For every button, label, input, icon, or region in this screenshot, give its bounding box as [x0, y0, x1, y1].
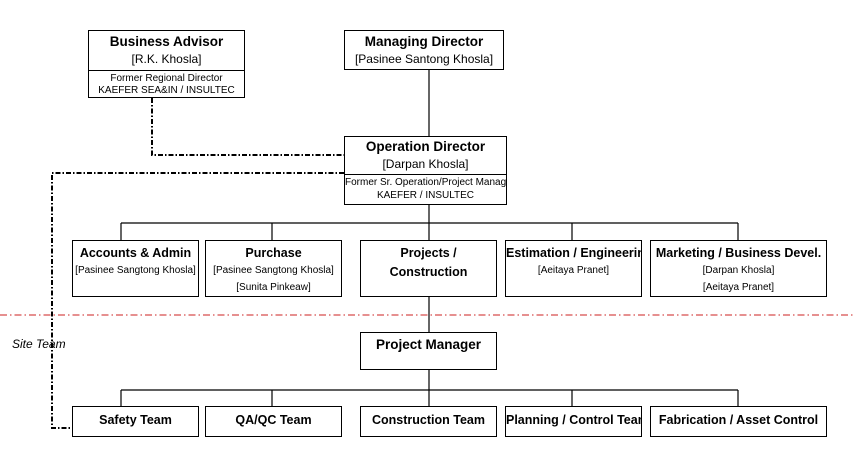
business-advisor-title: Business Advisor: [109, 34, 224, 49]
operation-director-box: Operation Director [Darpan Khosla] Forme…: [344, 136, 507, 205]
team-title: QA/QC Team: [235, 413, 312, 427]
site-team-label: Site Team: [12, 337, 66, 351]
department-estimation-engineering: Estimation / Engineering [Aeitaya Pranet…: [505, 240, 642, 297]
managing-director-name: [Pasinee Santong Khosla]: [354, 52, 494, 66]
department-title: Accounts & Admin: [79, 246, 192, 260]
department-projects-construction: Projects / Construction: [360, 240, 497, 297]
team-title: Fabrication / Asset Control: [658, 413, 819, 427]
project-manager-box: Project Manager: [360, 332, 497, 370]
department-title-line-2: Construction: [389, 265, 468, 279]
department-member: [Aeitaya Pranet]: [702, 282, 775, 293]
team-title: Safety Team: [99, 413, 172, 427]
department-member: [Pasinee Sangtong Khosla]: [213, 265, 334, 276]
project-manager-title: Project Manager: [375, 337, 482, 352]
operation-director-title: Operation Director: [365, 139, 486, 154]
managing-director-title: Managing Director: [364, 34, 484, 49]
business-advisor-note-1: Former Regional Director: [110, 73, 223, 84]
team-planning-control: Planning / Control Team: [505, 406, 642, 437]
department-title: Purchase: [245, 246, 302, 260]
department-title: Projects /: [400, 246, 457, 260]
department-marketing-business: Marketing / Business Devel. [Darpan Khos…: [650, 240, 827, 297]
business-advisor-box: Business Advisor [R.K. Khosla] Former Re…: [88, 30, 245, 98]
managing-director-box: Managing Director [Pasinee Santong Khosl…: [344, 30, 504, 70]
department-member: [Sunita Pinkeaw]: [236, 282, 311, 293]
team-qaqc: QA/QC Team: [205, 406, 342, 437]
department-member: [Pasinee Sangtong Khosla]: [75, 265, 196, 276]
department-accounts-admin: Accounts & Admin [Pasinee Sangtong Khosl…: [72, 240, 199, 297]
team-title: Construction Team: [372, 413, 485, 427]
team-construction: Construction Team: [360, 406, 497, 437]
department-member: [Aeitaya Pranet]: [537, 265, 610, 276]
operation-director-note-2: KAEFER / INSULTEC: [376, 190, 475, 201]
department-title: Estimation / Engineering: [506, 246, 642, 260]
department-member: [Darpan Khosla]: [702, 265, 775, 276]
business-advisor-note-2: KAEFER SEA&IN / INSULTEC: [98, 85, 235, 96]
department-title: Marketing / Business Devel.: [655, 246, 822, 260]
department-purchase: Purchase [Pasinee Sangtong Khosla] [Suni…: [205, 240, 342, 297]
team-fabrication-asset: Fabrication / Asset Control: [650, 406, 827, 437]
operation-director-note-1: Former Sr. Operation/Project Manager: [345, 177, 507, 188]
business-advisor-divider: [89, 70, 244, 71]
operation-director-divider: [345, 174, 506, 175]
team-safety: Safety Team: [72, 406, 199, 437]
operation-director-name: [Darpan Khosla]: [382, 157, 469, 171]
site-team-dotted-line: [51, 172, 344, 429]
business-advisor-name: [R.K. Khosla]: [131, 52, 202, 66]
advisor-dotted-line: [151, 98, 344, 156]
team-title: Planning / Control Team: [506, 413, 642, 427]
